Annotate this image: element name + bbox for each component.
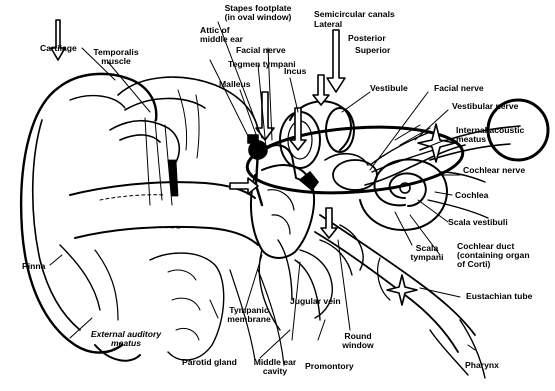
label-cochlear-nerve: Cochlear nerve [463,166,525,175]
label-jugular: Jugular vein [290,297,341,306]
label-text: muscle [88,57,144,66]
label-vestibule: Vestibule [370,84,408,93]
label-facial-nerve-right: Facial nerve [434,84,484,93]
label-incus: Incus [284,67,306,76]
label-pharynx: Pharynx [465,361,499,370]
cartilage-arrow [51,20,65,60]
label-stapes-footplate: Stapes footplate (in oval window) [214,4,302,22]
label-text: middle ear [200,35,243,44]
label-facial-nerve-top: Facial nerve [236,46,286,55]
label-scala-tympani: Scala tympani [404,244,450,262]
label-cochlea: Cochlea [455,191,488,200]
label-scala-vestibuli: Scala vestibuli [448,218,508,227]
label-middle-ear: Middle ear cavity [250,358,300,376]
label-tympanic: Tympanic membrane [224,306,274,324]
label-attic: Attic of middle ear [200,26,243,44]
label-internal-acoustic: Internal acoustic meatus [456,126,524,144]
label-cochlear-duct: Cochlear duct (containing organ of Corti… [457,242,530,269]
label-lateral: Lateral [314,20,342,29]
label-cartilage: Cartilage [40,44,77,53]
label-vestibular-nerve: Vestibular nerve [452,102,518,111]
label-text: membrane [224,315,274,324]
label-external-auditory: External auditory meatus [86,330,166,348]
external-canal [60,182,258,320]
label-text: (in oval window) [214,13,302,22]
label-text: meatus [456,135,524,144]
label-promontory: Promontory [305,362,354,371]
label-semicircular-canals: Semicircular canals [314,10,395,19]
label-text: window [338,341,378,350]
cochlear-duct-arrow [321,208,337,238]
ossicles [248,135,318,205]
semicircular-arrow [327,30,345,92]
pinna-drawing [21,74,156,361]
label-eustachian: Eustachian tube [466,292,532,301]
label-round-window: Round window [338,332,378,350]
label-malleus: Malleus [219,80,251,89]
label-superior: Superior [355,46,390,55]
label-text: tympani [404,253,450,262]
label-temporalis: Temporalis muscle [88,48,144,66]
label-text: of Corti) [457,260,530,269]
label-parotid: Parotid gland [182,358,237,367]
label-text: cavity [250,367,300,376]
label-posterior: Posterior [348,34,386,43]
label-text: meatus [86,339,166,348]
label-pinna: Pinna [22,262,45,271]
